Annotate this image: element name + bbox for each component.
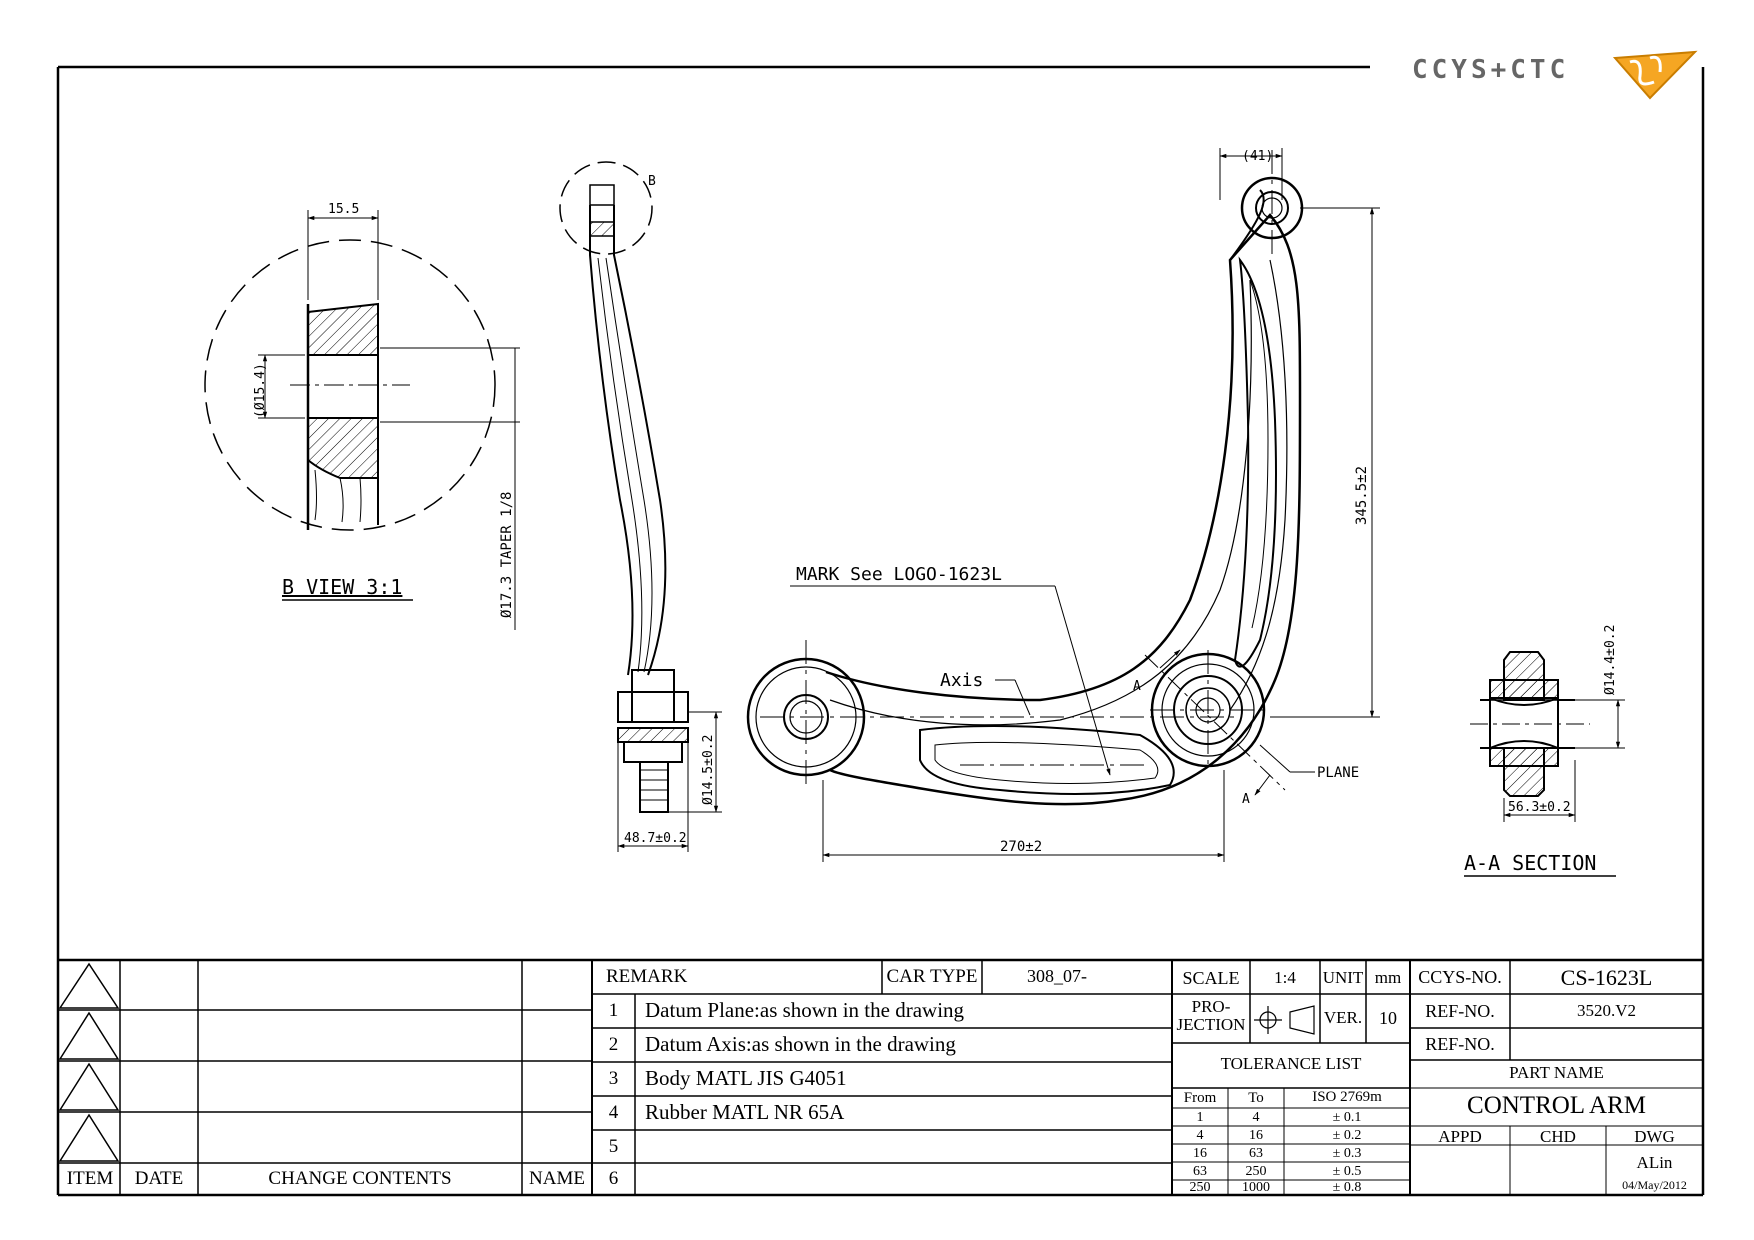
main-dim-top: (41) — [1242, 149, 1273, 164]
projection-symbol-icon — [1254, 1005, 1315, 1035]
b-view-title: B VIEW 3:1 — [282, 575, 402, 599]
a-a-section-view — [1470, 651, 1625, 822]
title-block-grid — [58, 958, 1703, 1195]
drawing-frame — [56, 65, 1705, 1197]
side-view — [559, 161, 722, 852]
main-view-dimensions — [790, 148, 1380, 862]
mark-note: MARK See LOGO-1623L — [796, 564, 1002, 585]
axis-label: Axis — [940, 670, 983, 691]
b-view-dim-taper: Ø17.3 TAPER 1/8 — [499, 492, 515, 618]
company-logo: CCYS+CTC — [1412, 50, 1698, 100]
logo-text: CCYS+CTC — [1412, 55, 1569, 85]
main-dim-height: 345.5±2 — [1354, 466, 1370, 525]
side-view-dim-width: 48.7±0.2 — [624, 831, 687, 846]
main-view-center-lines — [760, 150, 1273, 790]
side-view-dim-height: Ø14.5±0.2 — [701, 735, 716, 805]
b-view-dim-bore: (Ø15.4) — [253, 363, 268, 418]
section-dim-width: 56.3±0.2 — [1508, 800, 1571, 815]
section-letter-2: A — [1242, 792, 1250, 807]
main-view-control-arm — [746, 176, 1304, 806]
b-view-dim-top: 15.5 — [328, 202, 359, 217]
section-letter-1: A — [1133, 679, 1141, 694]
b-view-detail — [204, 210, 520, 630]
side-view-detail-letter: B — [648, 174, 656, 189]
section-dim-height: Ø14.4±0.2 — [1603, 625, 1618, 695]
main-dim-bottom: 270±2 — [1000, 839, 1042, 855]
plane-label: PLANE — [1317, 765, 1359, 781]
section-title: A-A SECTION — [1464, 851, 1596, 875]
logo-mark-icon — [1612, 50, 1698, 100]
